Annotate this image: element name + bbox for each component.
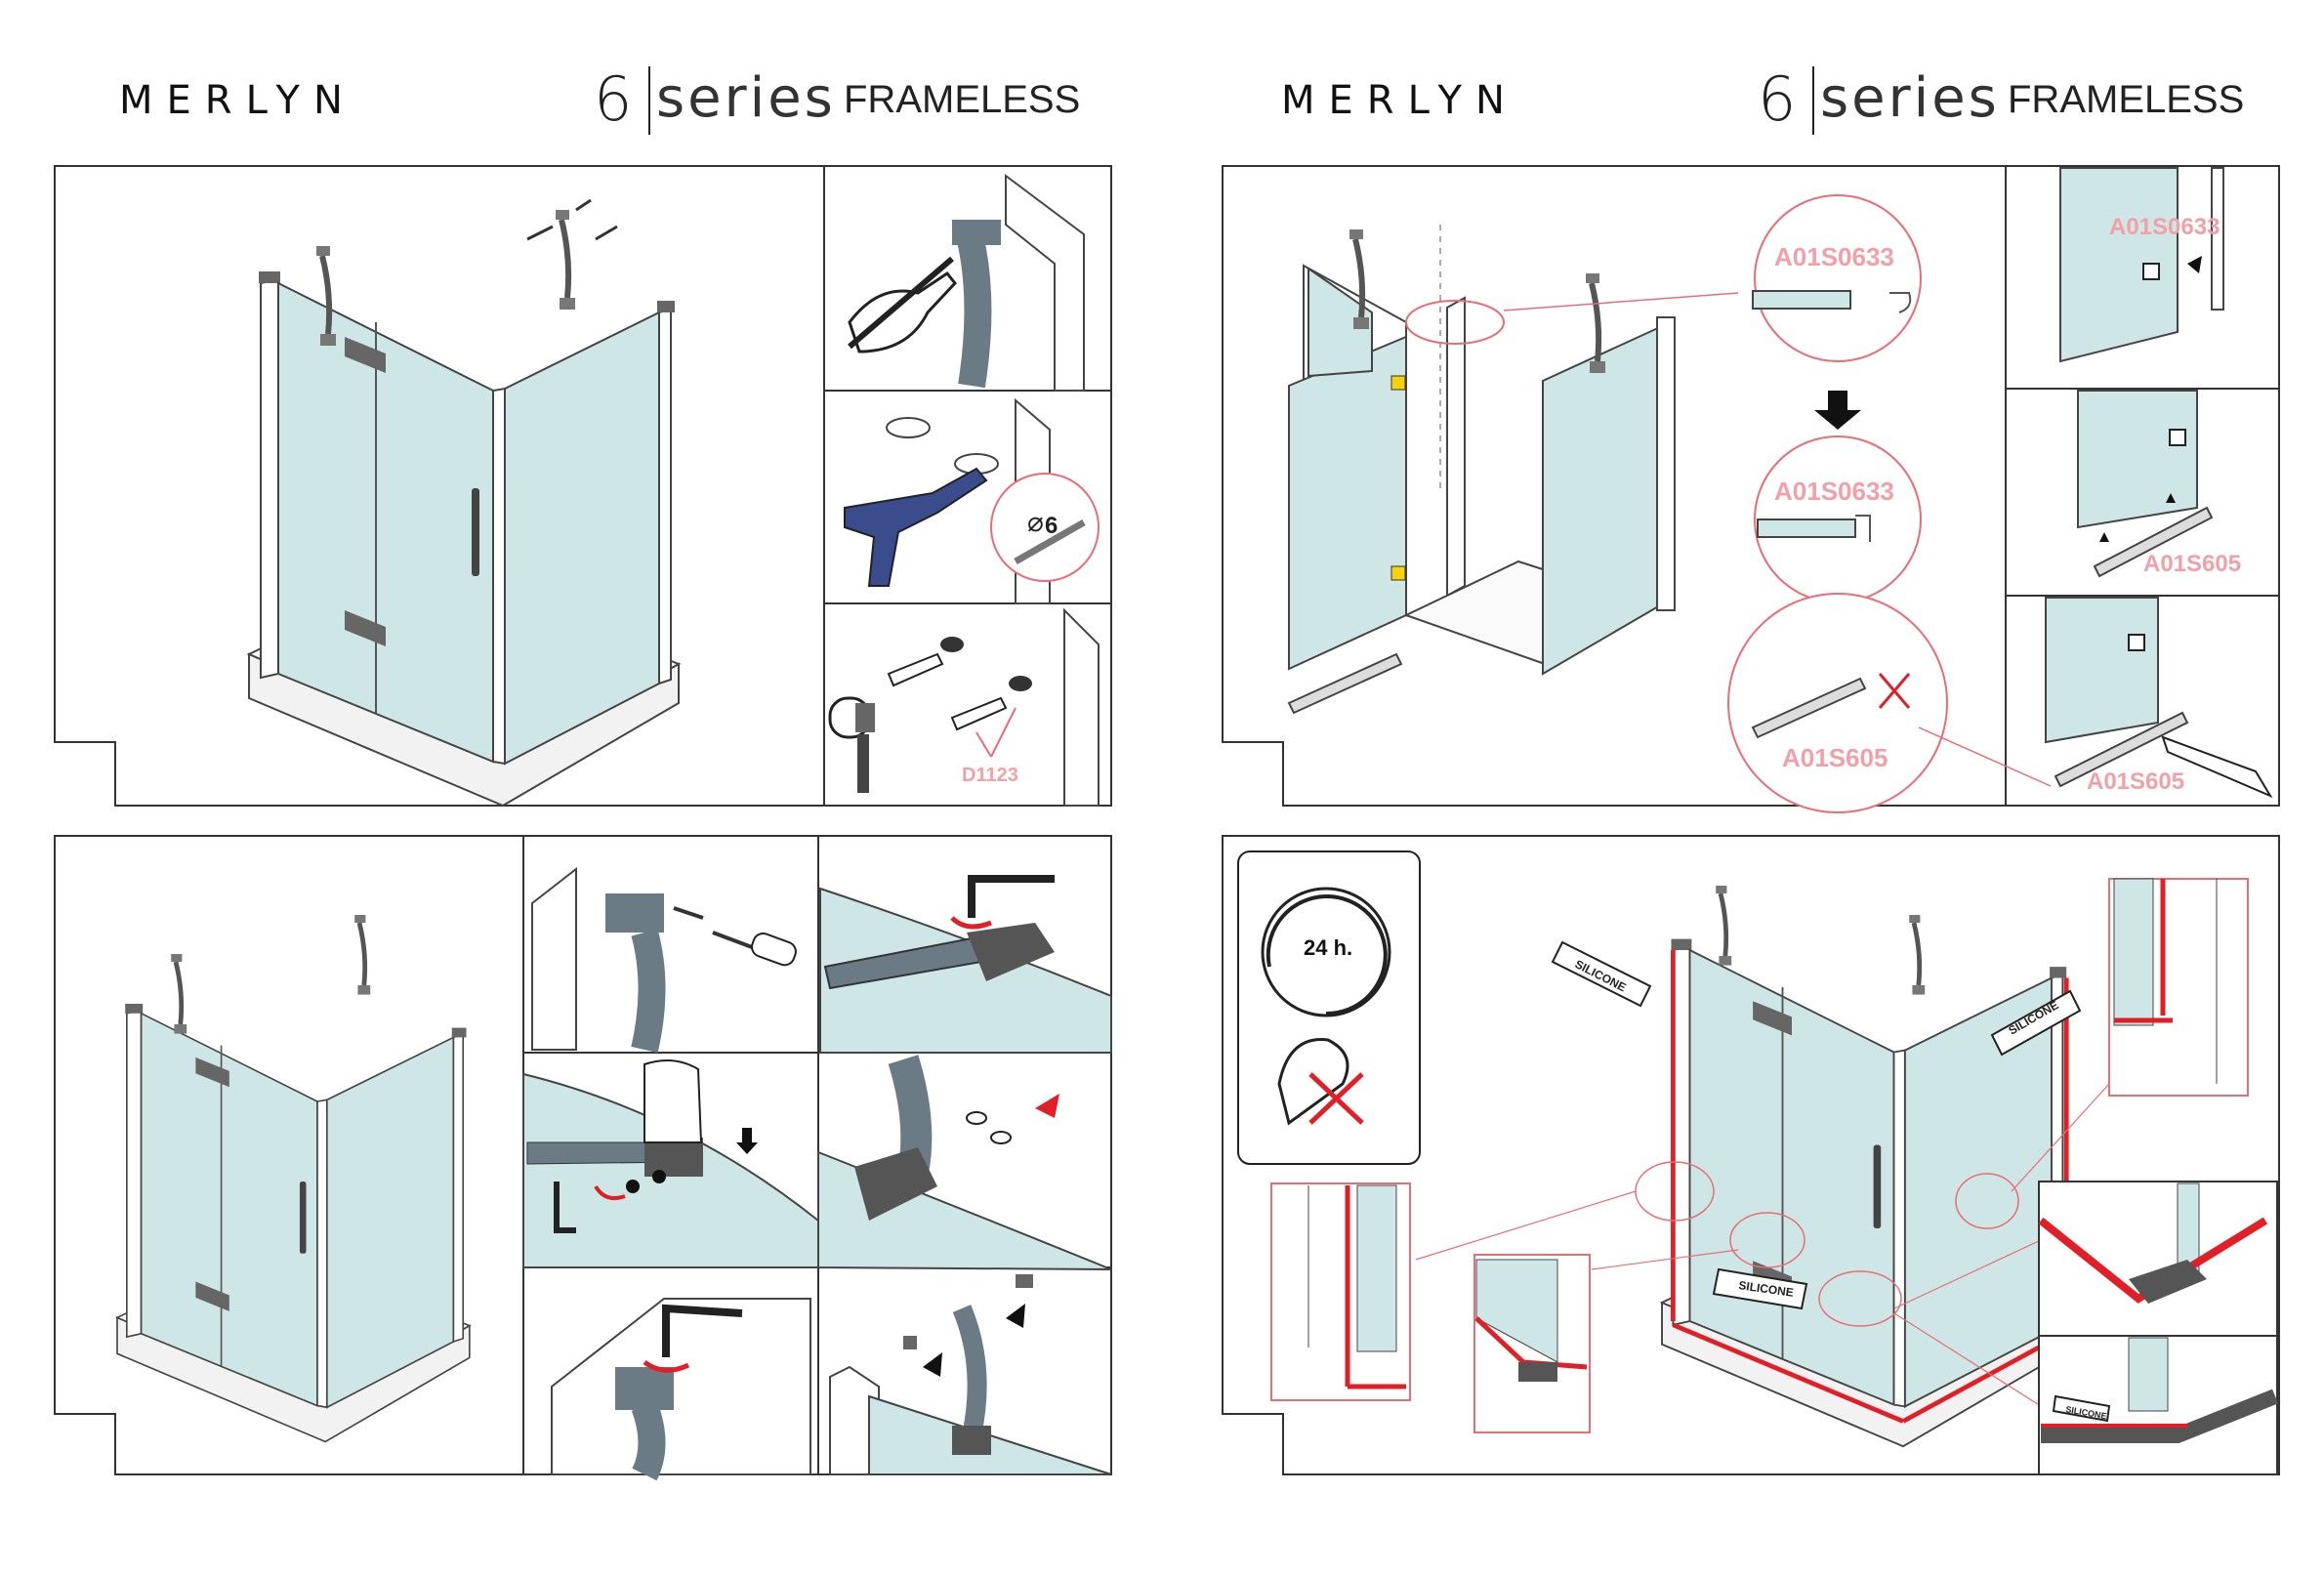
seal-code-3: A01S605 [1782,743,1888,772]
cure-time-label: 24 h. [1304,935,1352,960]
seal-detail-wall-left [1271,1183,1410,1400]
seal-detail-1: A01S0633 [1753,195,1921,361]
seal-code-2: A01S0633 [1774,477,1894,506]
wall-plug-code: D1123 [962,765,1018,786]
seal-detail-tray-corner [2039,1182,2277,1336]
seal-detail-wall-right [2109,879,2248,1096]
seal-detail-3: A01S605 [1728,594,1947,812]
step-panel-bottom-right: 24 h. SILICONE SILICONE SILICONE [1223,836,2279,1474]
cure-time-box: 24 h. [1238,851,1420,1164]
svg-text:⌀: ⌀ [1027,507,1044,537]
detail-code-1: A01S0633 [2109,214,2220,240]
bracket-cover-icon [1016,1274,1033,1288]
step-panel-top-right: A01S0633 A01S0633 A01S605 A01S0633 [1223,166,2279,812]
step-panel-bottom-left [55,836,1111,1474]
seal-detail-tray-edge: SILICONE [2039,1336,2277,1474]
hand-icon [644,1060,701,1142]
seal-detail-corner [1474,1255,1590,1432]
seal-detail-2: A01S0633 [1755,436,1921,602]
step-panel-top-left: ⌀ 6 D1123 [55,166,1111,806]
detail-code-2: A01S605 [2143,551,2241,577]
seal-code-1: A01S0633 [1774,242,1894,271]
bracket-cover-icon [903,1336,917,1349]
detail-code-3: A01S605 [2087,768,2184,795]
